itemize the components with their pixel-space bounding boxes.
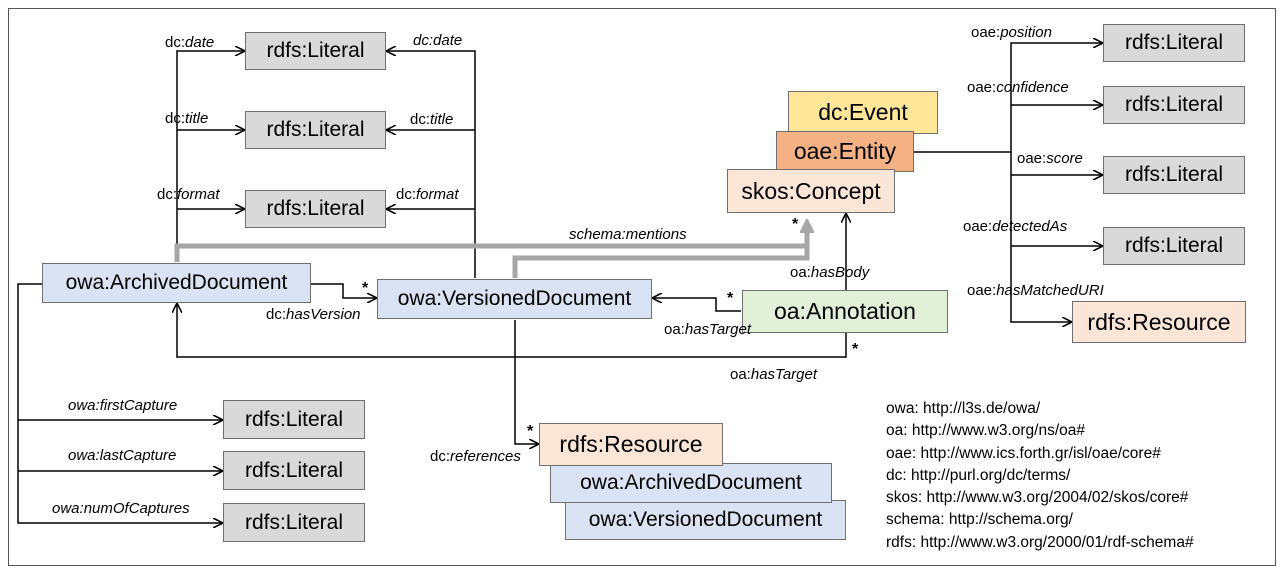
multiplicity-has-target-arch: * [852, 341, 859, 358]
edge-mentions-arch [174, 243, 807, 262]
namespace-legend: owa: http://l3s.de/owa/ oa: http://www.w… [886, 398, 1194, 554]
label-has-matched-uri: oae:hasMatchedURI [967, 282, 1104, 299]
label-confidence: oae:confidence [967, 79, 1069, 96]
node-literal-date: rdfs:Literal [245, 32, 386, 70]
namespace-dc: dc: http://purl.org/dc/terms/ [886, 466, 1071, 484]
multiplicity-mentions: * [792, 216, 799, 233]
node-literal-confidence: rdfs:Literal [1103, 86, 1245, 124]
node-literal-format: rdfs:Literal [245, 190, 386, 228]
label-detected-as: oae:detectedAs [963, 218, 1068, 235]
edge-mentions-ver [512, 223, 807, 278]
label-score: oae:score [1017, 150, 1083, 167]
node-ref-versioned-document: owa:VersionedDocument [565, 500, 846, 540]
label-title-right: dc:title [410, 111, 454, 128]
node-archived-document: owa:ArchivedDocument [42, 263, 311, 303]
node-literal-first-capture: rdfs:Literal [223, 400, 365, 439]
label-references: dc:references [430, 448, 521, 465]
multiplicity-references: * [527, 423, 534, 440]
node-oa-annotation: oa:Annotation [742, 290, 948, 333]
label-position: oae:position [971, 24, 1052, 41]
label-has-body: oa:hasBody [790, 264, 870, 281]
label-date-left: dc:date [165, 34, 215, 51]
edge-has-version [311, 283, 376, 298]
label-has-target-arch: oa:hasTarget [730, 366, 818, 383]
multiplicity-has-version: * [362, 280, 369, 297]
node-versioned-document: owa:VersionedDocument [377, 279, 652, 319]
edge-date-left [176, 51, 244, 262]
edge-references [514, 320, 538, 444]
node-resource-references: rdfs:Resource [539, 423, 723, 466]
edge-first-capture [17, 283, 222, 523]
multiplicity-has-target-ver: * [727, 290, 734, 307]
namespace-oa: oa: http://www.w3.org/ns/oa# [886, 422, 1086, 440]
namespace-rdfs: rdfs: http://www.w3.org/2000/01/rdf-sche… [886, 533, 1194, 551]
node-literal-last-capture: rdfs:Literal [223, 451, 365, 490]
label-format-right: dc:format [396, 186, 459, 203]
diagram-frame [8, 8, 1276, 566]
namespace-skos: skos: http://www.w3.org/2004/02/skos/cor… [886, 489, 1189, 507]
label-num-captures: owa:numOfCaptures [52, 500, 190, 517]
node-literal-title: rdfs:Literal [245, 111, 386, 149]
edge-oae-trunk [914, 43, 1102, 153]
node-dc-event: dc:Event [788, 91, 938, 134]
node-literal-num-captures: rdfs:Literal [223, 503, 365, 542]
node-literal-score: rdfs:Literal [1103, 156, 1245, 194]
edge-date-right [387, 51, 476, 278]
label-format-left: dc:format [157, 186, 220, 203]
label-mentions: schema:mentions [569, 226, 687, 243]
label-has-target-ver: oa:hasTarget [664, 321, 752, 338]
node-oae-entity: oae:Entity [776, 131, 914, 172]
edge-has-target-arch [177, 304, 847, 358]
edge-has-target-ver [653, 298, 741, 312]
label-date-right: dc:date [413, 32, 463, 49]
node-skos-concept: skos:Concept [727, 169, 895, 213]
node-ref-archived-document: owa:ArchivedDocument [550, 463, 832, 503]
edge-oae-trunk-low [1010, 152, 1071, 322]
node-resource-matched: rdfs:Resource [1072, 301, 1246, 343]
namespace-oae: oae: http://www.ics.forth.gr/isl/oae/cor… [886, 444, 1161, 462]
node-literal-detected: rdfs:Literal [1103, 227, 1245, 265]
node-literal-position: rdfs:Literal [1103, 24, 1245, 62]
namespace-schema: schema: http://schema.org/ [886, 511, 1073, 529]
label-last-capture: owa:lastCapture [68, 447, 177, 464]
label-first-capture: owa:firstCapture [68, 397, 178, 414]
label-has-version: dc:hasVersion [266, 306, 361, 323]
namespace-owa: owa: http://l3s.de/owa/ [886, 400, 1041, 417]
label-title-left: dc:title [165, 110, 209, 127]
